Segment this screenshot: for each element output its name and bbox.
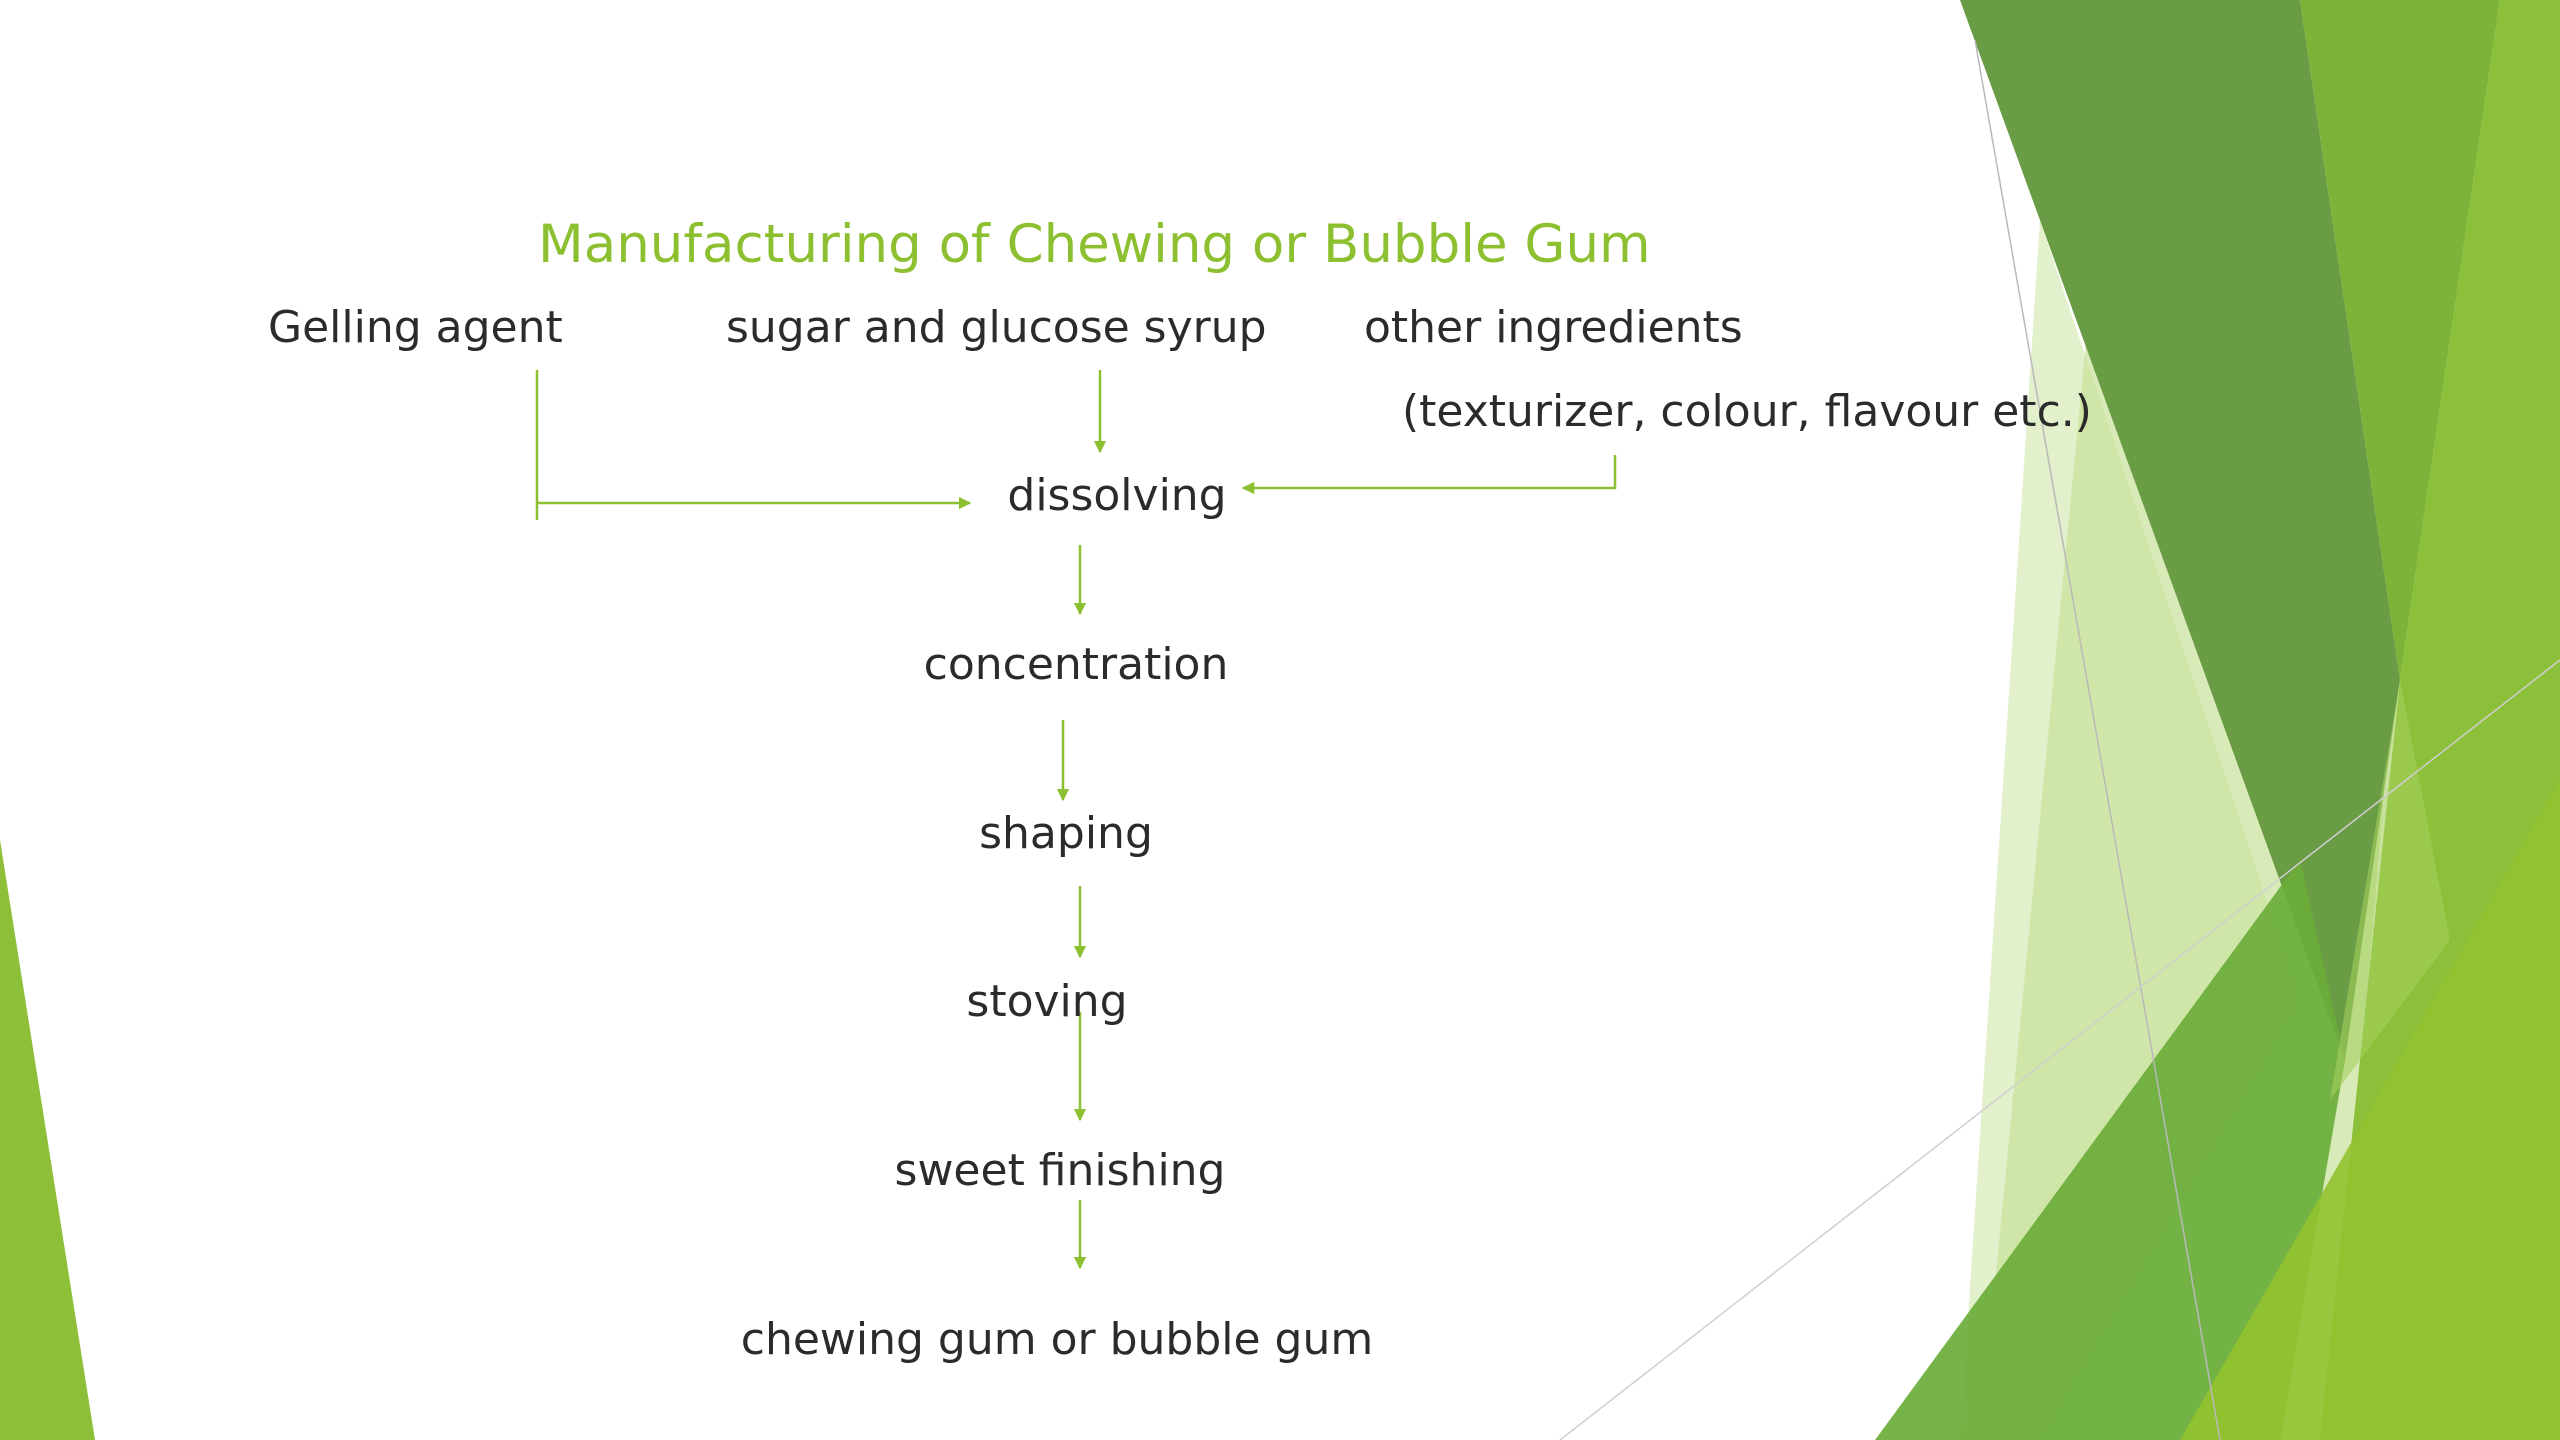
thin-decorative-line-1 [1974,39,2221,1440]
arrow-other-to-dissolving [1241,455,1617,495]
bottom-bright-panel [2180,780,2560,1440]
input-other-ingredients: other ingredients [1364,302,1743,353]
step-stoving: stoving [966,976,1128,1027]
right-dark-panel [1960,0,2400,1060]
final-product: chewing gum or bubble gum [740,1314,1374,1365]
right-mid-panel [2300,0,2500,680]
input-other-ingredients-detail: (texturizer, colour, flavour etc.) [1402,386,2092,437]
step-concentration: concentration [923,639,1229,690]
page-title: Manufacturing of Chewing or Bubble Gum [538,214,1651,275]
step-dissolving: dissolving [1007,470,1227,521]
step-sweet-finishing: sweet finishing [894,1145,1226,1196]
input-sugar-syrup: sugar and glucose syrup [726,302,1267,353]
left-green-sliver [0,840,95,1440]
input-gelling-agent: Gelling agent [268,302,563,353]
bottom-medium-panel [1875,860,2345,1440]
right-highlight-panel [2330,680,2450,1100]
step-shaping: shaping [979,808,1153,859]
thin-decorative-line-2 [1559,659,2560,1440]
